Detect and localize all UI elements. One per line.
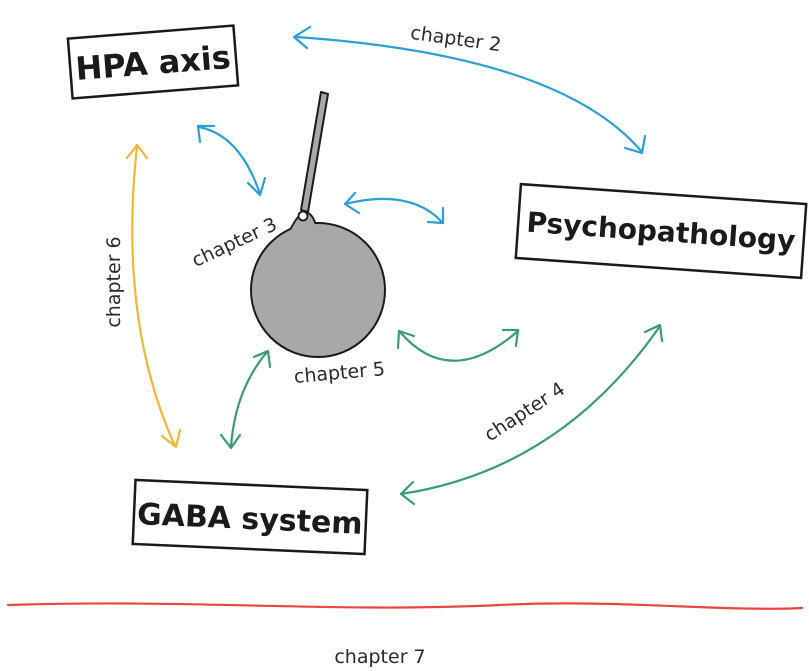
arrow-chapter-4-head-end: [399, 480, 416, 506]
arrow-chapter-5-right-head-start: [396, 329, 416, 350]
arrow-chapter-3-left: [196, 124, 267, 197]
chapter-7-line: [6, 602, 804, 610]
arrow-chapter-5-left: [219, 349, 272, 450]
node-gaba-system-box: [131, 478, 369, 556]
pendulum-bob: [250, 222, 386, 358]
label-chapter-6: chapter 6: [103, 236, 125, 327]
arrow-chapter-5-left-head-end: [219, 433, 242, 450]
arrow-chapter-4-head-start: [643, 323, 664, 343]
arrow-chapter-2-head-start: [292, 25, 312, 50]
label-chapter-7: chapter 7: [334, 646, 425, 668]
node-psychopathology-box: [514, 182, 808, 280]
arrow-chapter-3-left-head-end: [246, 176, 267, 197]
node-hpa-axis: HPA axis: [66, 24, 240, 100]
arrow-chapter-5-right-line: [398, 329, 520, 362]
arrow-chapter-3-right-line: [343, 197, 444, 224]
arrow-chapter-5-left-line: [229, 350, 269, 449]
arrow-chapter-6-line: [131, 144, 177, 448]
node-gaba-system: GABA system: [131, 478, 369, 556]
arrow-chapter-5-left-head-start: [252, 349, 272, 369]
node-psychopathology: Psychopathology: [514, 182, 808, 280]
arrow-chapter-3-left-line: [197, 125, 262, 196]
node-hpa-axis-box: [66, 24, 240, 100]
arrow-chapter-3-right-head-start: [343, 191, 361, 215]
arrow-chapter-6-head-start: [125, 143, 149, 160]
arrow-chapter-4: [399, 323, 664, 506]
arrow-chapter-2: [292, 25, 647, 155]
label-chapter-5: chapter 5: [293, 358, 386, 388]
arrow-chapter-4-line: [399, 324, 662, 496]
label-chapter-4: chapter 4: [480, 378, 569, 446]
arrow-chapter-3-right-head-end: [426, 206, 445, 225]
pendulum-bob-neck-fill: [290, 212, 317, 237]
arrow-chapter-2-head-end: [623, 134, 647, 155]
arrow-chapter-3-right: [343, 191, 445, 225]
arrow-chapter-3-left-head-start: [196, 124, 216, 144]
arrow-chapter-6-head-end: [160, 428, 182, 449]
arrow-chapter-5-right-head-end: [501, 328, 520, 348]
pendulum-icon: [250, 91, 386, 358]
arrow-chapter-5-right: [396, 328, 520, 362]
pendulum-pivot: [297, 210, 309, 222]
arrow-chapter-2-line: [294, 35, 644, 154]
arrow-chapter-6: [125, 143, 182, 449]
pendulum-rod: [300, 91, 329, 213]
